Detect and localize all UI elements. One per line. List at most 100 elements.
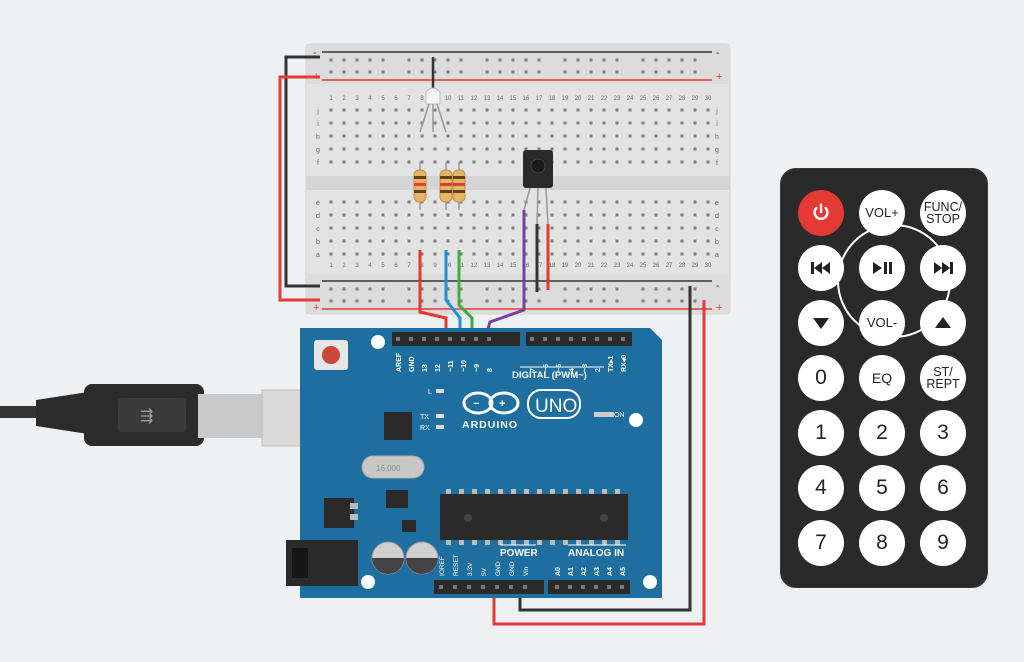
terminal-hole[interactable]	[576, 200, 580, 204]
resistor-3[interactable]	[452, 162, 466, 210]
terminal-hole[interactable]	[446, 160, 450, 164]
terminal-hole[interactable]	[472, 252, 476, 256]
rail-hole[interactable]	[693, 287, 697, 291]
rail-hole[interactable]	[355, 70, 359, 74]
terminal-hole[interactable]	[329, 121, 333, 125]
terminal-hole[interactable]	[355, 239, 359, 243]
terminal-hole[interactable]	[368, 147, 372, 151]
remote-digit-4[interactable]: 4	[798, 465, 844, 511]
terminal-hole[interactable]	[680, 252, 684, 256]
terminal-hole[interactable]	[654, 200, 658, 204]
terminal-hole[interactable]	[407, 147, 411, 151]
terminal-hole[interactable]	[550, 213, 554, 217]
terminal-hole[interactable]	[628, 160, 632, 164]
terminal-hole[interactable]	[693, 121, 697, 125]
terminal-hole[interactable]	[576, 147, 580, 151]
digital-pin-hole[interactable]	[396, 337, 400, 341]
terminal-hole[interactable]	[576, 239, 580, 243]
rail-hole[interactable]	[667, 58, 671, 62]
terminal-hole[interactable]	[381, 252, 385, 256]
terminal-hole[interactable]	[654, 147, 658, 151]
rail-hole[interactable]	[498, 287, 502, 291]
terminal-hole[interactable]	[394, 160, 398, 164]
terminal-hole[interactable]	[485, 226, 489, 230]
terminal-hole[interactable]	[602, 160, 606, 164]
terminal-hole[interactable]	[472, 226, 476, 230]
remote-digit-9[interactable]: 9	[920, 520, 966, 566]
terminal-hole[interactable]	[446, 239, 450, 243]
rail-hole[interactable]	[641, 58, 645, 62]
rail-hole[interactable]	[381, 287, 385, 291]
terminal-hole[interactable]	[433, 213, 437, 217]
terminal-hole[interactable]	[381, 160, 385, 164]
rail-hole[interactable]	[355, 299, 359, 303]
power-pin-hole[interactable]	[509, 585, 513, 589]
terminal-hole[interactable]	[355, 121, 359, 125]
terminal-hole[interactable]	[680, 134, 684, 138]
terminal-hole[interactable]	[563, 134, 567, 138]
terminal-hole[interactable]	[550, 108, 554, 112]
terminal-hole[interactable]	[641, 213, 645, 217]
terminal-hole[interactable]	[537, 226, 541, 230]
terminal-hole[interactable]	[589, 108, 593, 112]
terminal-hole[interactable]	[641, 239, 645, 243]
terminal-hole[interactable]	[433, 239, 437, 243]
digital-pin-hole[interactable]	[621, 337, 625, 341]
terminal-hole[interactable]	[485, 252, 489, 256]
terminal-hole[interactable]	[498, 121, 502, 125]
remote-digit-7[interactable]: 7	[798, 520, 844, 566]
terminal-hole[interactable]	[524, 147, 528, 151]
terminal-hole[interactable]	[511, 252, 515, 256]
terminal-hole[interactable]	[589, 226, 593, 230]
terminal-hole[interactable]	[706, 239, 710, 243]
terminal-hole[interactable]	[433, 226, 437, 230]
terminal-hole[interactable]	[472, 213, 476, 217]
digital-pin-hole[interactable]	[487, 337, 491, 341]
terminal-hole[interactable]	[446, 252, 450, 256]
terminal-hole[interactable]	[550, 134, 554, 138]
terminal-hole[interactable]	[693, 239, 697, 243]
terminal-hole[interactable]	[667, 147, 671, 151]
terminal-hole[interactable]	[589, 134, 593, 138]
terminal-hole[interactable]	[355, 108, 359, 112]
terminal-hole[interactable]	[550, 121, 554, 125]
rail-hole[interactable]	[537, 287, 541, 291]
resistor-1[interactable]	[413, 162, 427, 210]
terminal-hole[interactable]	[498, 108, 502, 112]
rail-hole[interactable]	[433, 299, 437, 303]
terminal-hole[interactable]	[394, 252, 398, 256]
terminal-hole[interactable]	[615, 239, 619, 243]
terminal-hole[interactable]	[407, 213, 411, 217]
power-pin-hole[interactable]	[467, 585, 471, 589]
terminal-hole[interactable]	[433, 252, 437, 256]
remote-func-stop-button[interactable]: FUNC/ STOP	[920, 190, 966, 236]
terminal-hole[interactable]	[342, 252, 346, 256]
terminal-hole[interactable]	[615, 200, 619, 204]
terminal-hole[interactable]	[381, 147, 385, 151]
terminal-hole[interactable]	[589, 239, 593, 243]
digital-pin-hole[interactable]	[543, 337, 547, 341]
terminal-hole[interactable]	[459, 160, 463, 164]
terminal-hole[interactable]	[407, 121, 411, 125]
rail-hole[interactable]	[368, 58, 372, 62]
terminal-hole[interactable]	[485, 121, 489, 125]
rail-hole[interactable]	[615, 58, 619, 62]
terminal-hole[interactable]	[459, 108, 463, 112]
rail-hole[interactable]	[511, 58, 515, 62]
rail-hole[interactable]	[667, 299, 671, 303]
terminal-hole[interactable]	[394, 108, 398, 112]
terminal-hole[interactable]	[420, 226, 424, 230]
terminal-hole[interactable]	[355, 226, 359, 230]
terminal-hole[interactable]	[706, 252, 710, 256]
terminal-hole[interactable]	[524, 239, 528, 243]
terminal-hole[interactable]	[576, 226, 580, 230]
rail-hole[interactable]	[576, 299, 580, 303]
terminal-hole[interactable]	[381, 200, 385, 204]
terminal-hole[interactable]	[485, 239, 489, 243]
terminal-hole[interactable]	[511, 160, 515, 164]
rail-hole[interactable]	[563, 70, 567, 74]
terminal-hole[interactable]	[524, 121, 528, 125]
terminal-hole[interactable]	[615, 121, 619, 125]
terminal-hole[interactable]	[654, 213, 658, 217]
